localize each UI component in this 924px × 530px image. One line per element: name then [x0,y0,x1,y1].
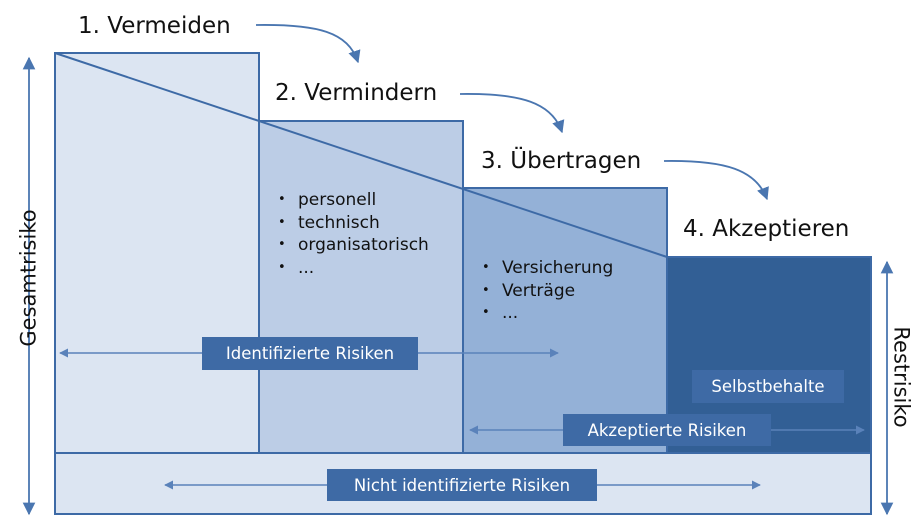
total-risk-axis-label: Gesamtrisiko [16,209,41,347]
reduce-measures-list: personell technisch organisatorisch ... [276,189,429,279]
list-item: ... [480,302,613,325]
identified-risks-label: Identifizierte Risiken [202,337,418,370]
residual-risk-axis-label: Restrisiko [889,326,914,428]
column-avoid [54,52,260,454]
risk-diagonal-line [54,52,668,258]
step-avoid-title: 1. Vermeiden [78,13,231,39]
column-reduce [258,120,464,454]
list-item: Verträge [480,280,613,303]
step-reduce-title: 2. Vermindern [275,80,438,106]
list-item: personell [276,189,429,212]
curved-arrow-3 [663,160,769,201]
transfer-measures-list: Versicherung Verträge ... [480,257,613,325]
list-item: technisch [276,212,429,235]
not-identified-risks-label: Nicht identifizierte Risiken [327,469,597,501]
list-item: ... [276,257,429,280]
step-transfer-title: 3. Übertragen [481,148,642,174]
list-item: organisatorisch [276,234,429,257]
step-accept-title: 4. Akzeptieren [683,216,850,242]
list-item: Versicherung [480,257,613,280]
curved-arrow-2 [459,93,565,134]
accepted-risks-label: Akzeptierte Risiken [563,414,771,446]
curved-arrow-1 [255,24,361,64]
deductible-label: Selbstbehalte [692,370,844,403]
